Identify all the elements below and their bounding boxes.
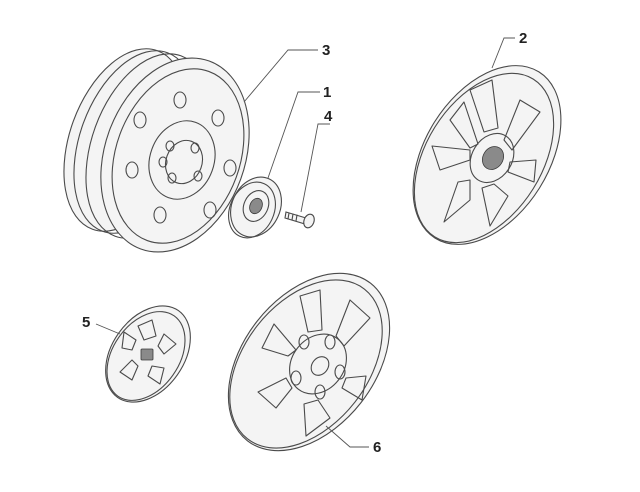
callout-1[interactable]: 1 (323, 84, 331, 101)
leader-1 (267, 91, 320, 179)
ventilation-holes (125, 91, 237, 224)
leader-3 (243, 49, 318, 103)
steel-wheel-rim[interactable] (41, 32, 275, 273)
hubcap-medium-spokes (257, 289, 371, 437)
center-cap[interactable] (220, 169, 291, 246)
leader-6 (325, 425, 369, 448)
wheel-bolt[interactable] (284, 211, 316, 229)
hubcap-medium[interactable] (195, 243, 422, 482)
callout-4[interactable]: 4 (324, 108, 333, 125)
callout-2[interactable]: 2 (519, 30, 527, 47)
hub-cover-small[interactable] (88, 290, 208, 418)
hubcap-large[interactable] (382, 39, 591, 271)
hubcap-large-spokes (431, 79, 541, 227)
callout-3[interactable]: 3 (322, 42, 330, 59)
leader-2 (491, 37, 515, 69)
hubcap-medium-holes (290, 334, 346, 400)
lug-holes (158, 140, 203, 184)
leader-4 (300, 123, 330, 213)
leader-lines (95, 37, 515, 448)
callouts: 3 1 4 2 5 6 (82, 30, 527, 456)
leader-5 (95, 323, 121, 335)
callout-6[interactable]: 6 (373, 439, 381, 456)
callout-5[interactable]: 5 (82, 314, 90, 331)
